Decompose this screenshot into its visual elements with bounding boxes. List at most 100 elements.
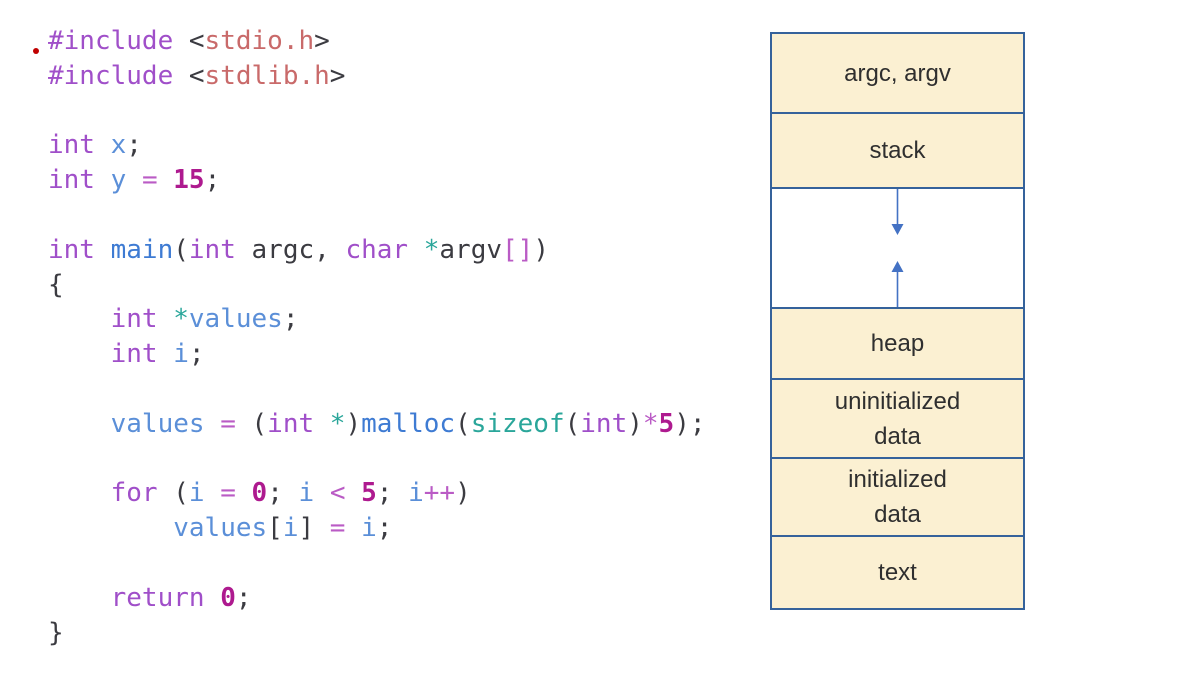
code-token-pl	[236, 478, 252, 508]
code-line	[48, 372, 706, 407]
code-token-pl	[205, 583, 221, 613]
code-token-var: i	[173, 339, 189, 370]
code-token-pl	[158, 339, 174, 369]
red-pointer-dot	[33, 48, 39, 54]
code-token-pl	[205, 409, 221, 439]
code-token-op: =	[141, 165, 158, 196]
code-token-num: 0	[220, 582, 236, 613]
code-token-pl	[48, 513, 173, 543]
heap-growth-arrowhead-icon	[891, 261, 904, 272]
code-token-pl: ;	[188, 339, 205, 370]
code-token-pl: ;	[376, 478, 409, 509]
code-token-kw: #include	[48, 26, 174, 56]
code-token-pl: ;	[282, 304, 299, 335]
code-token-num: 5	[658, 408, 675, 439]
code-line: }	[48, 616, 706, 651]
code-token-ptr: *	[173, 304, 189, 335]
code-token-op: ++	[423, 478, 456, 509]
code-token-var: values	[173, 513, 268, 544]
code-token-ptr: sizeof	[470, 408, 565, 439]
code-token-pl: ;	[126, 130, 142, 161]
code-line: {	[48, 268, 706, 303]
code-token-pl: <	[173, 60, 205, 91]
code-token-pl: ;	[267, 478, 299, 509]
memory-block-label: uninitialized	[834, 387, 961, 415]
code-line: values[i] = i;	[48, 511, 706, 546]
code-token-pl: (	[564, 408, 581, 439]
code-token-var: i	[188, 478, 205, 509]
code-token-var: i	[408, 478, 424, 509]
code-token-pl	[95, 235, 111, 265]
code-token-pl: >	[314, 26, 330, 56]
code-line: int i;	[48, 337, 706, 372]
code-token-pl	[48, 409, 111, 439]
code-token-var: values	[110, 408, 205, 439]
code-token-pl	[205, 478, 221, 508]
memory-block-stack: stack	[770, 112, 1025, 189]
stack-heap-gap-region	[770, 187, 1025, 309]
code-token-pl: (	[455, 408, 471, 439]
memory-block-uninitialized-data: uninitialized data	[770, 378, 1025, 459]
code-token-pl: )	[345, 408, 362, 439]
stack-heap-growth-arrows	[891, 189, 904, 307]
code-token-pl	[48, 339, 111, 369]
code-token-var: i	[282, 513, 299, 544]
code-token-kw: int	[580, 408, 628, 439]
code-token-pl: argc,	[235, 234, 346, 265]
memory-block-text: text	[770, 535, 1025, 610]
stack-growth-arrowhead-icon	[891, 224, 904, 235]
code-line	[48, 94, 706, 129]
code-token-pl: {	[48, 269, 64, 300]
code-token-pl: (	[235, 408, 268, 439]
code-token-op: =	[220, 478, 236, 509]
code-token-num: 0	[251, 478, 268, 509]
code-token-pl	[95, 165, 111, 195]
code-token-pl: )	[627, 408, 643, 439]
code-line: #include <stdlib.h>	[48, 59, 706, 94]
code-token-fn: main	[110, 234, 174, 265]
code-line: int x;	[48, 128, 706, 163]
code-token-fn: malloc	[361, 408, 456, 439]
code-line: int main(int argc, char *argv[])	[48, 233, 706, 268]
code-token-kw: #include	[48, 60, 174, 91]
code-token-kw: int	[48, 234, 95, 265]
code-line: int y = 15;	[48, 163, 706, 198]
code-token-var: x	[110, 130, 127, 161]
code-token-pl: ;	[204, 165, 221, 196]
code-token-pl	[345, 478, 361, 508]
code-token-var: y	[110, 165, 127, 196]
code-token-num: 15	[173, 165, 205, 196]
code-token-pl: >	[329, 60, 346, 91]
code-token-pl: ;	[376, 513, 393, 544]
code-token-op: <	[329, 478, 346, 509]
code-token-num: 5	[361, 478, 377, 509]
code-token-str: stdio.h	[204, 26, 315, 56]
code-line: int *values;	[48, 302, 706, 337]
code-token-op: *	[642, 408, 659, 439]
code-token-var: values	[188, 304, 283, 335]
code-token-str: stdlib.h	[204, 60, 330, 91]
code-token-kw: int	[267, 408, 315, 439]
memory-block-label: stack	[869, 137, 926, 164]
code-token-pl: }	[48, 617, 64, 648]
code-token-pl	[345, 513, 361, 543]
memory-block-label: argc, argv	[844, 59, 951, 87]
memory-block-label: heap	[870, 330, 925, 357]
code-token-pl	[48, 583, 111, 613]
code-token-pl	[158, 304, 174, 334]
code-token-ptr: *	[329, 408, 346, 439]
code-token-kw: for	[110, 478, 158, 509]
code-token-pl: [	[267, 513, 283, 544]
code-token-kw: char	[345, 234, 409, 265]
code-line: for (i = 0; i < 5; i++)	[48, 476, 706, 511]
code-token-pl	[95, 130, 111, 160]
memory-block-label: data	[874, 422, 921, 450]
code-token-pl	[158, 165, 174, 195]
code-token-pl: (	[173, 234, 189, 265]
memory-block-label: data	[874, 501, 921, 528]
code-token-op: []	[502, 234, 534, 265]
code-token-op: =	[329, 513, 346, 544]
code-line	[48, 198, 706, 233]
